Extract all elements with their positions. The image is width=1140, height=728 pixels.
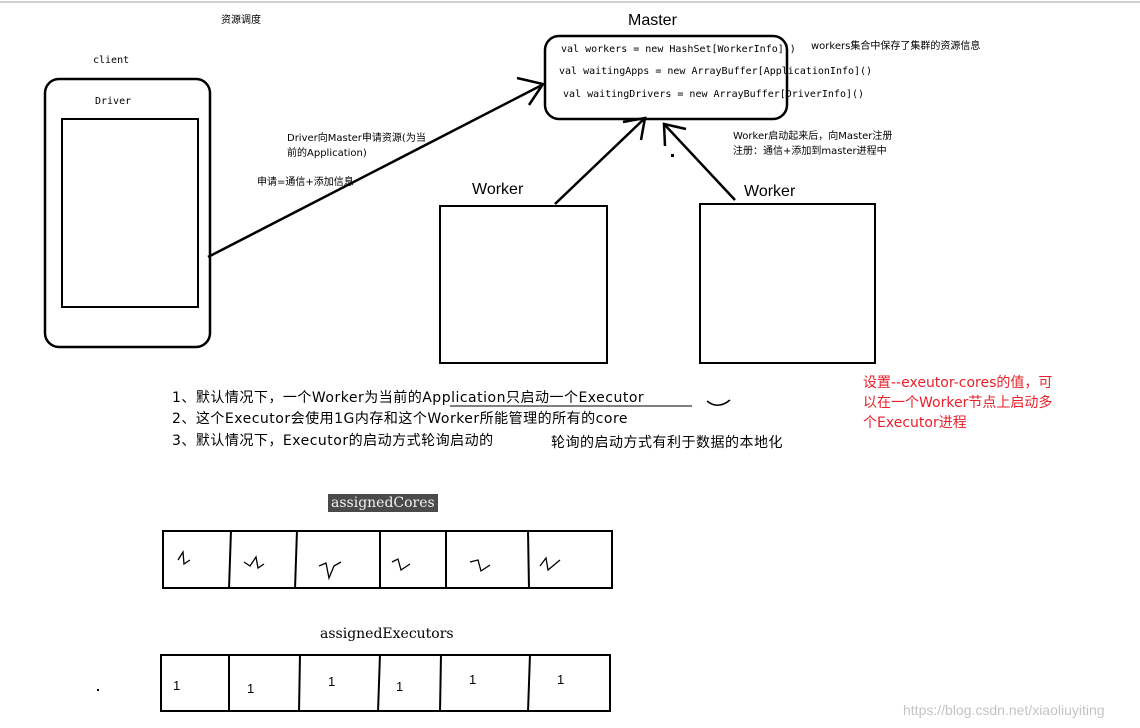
master-box — [543, 34, 789, 121]
client-label: client — [93, 55, 130, 66]
tick-mark — [706, 399, 731, 406]
worker-register-line-2: 注册：通信+添加到master进程中 — [733, 146, 887, 157]
watermark: https://blog.csdn.net/xiaoliuyiting — [903, 702, 1105, 718]
driver-label: Driver — [95, 96, 132, 107]
master-code-waiting-apps: val waitingApps = new ArrayBuffer[Applic… — [559, 66, 873, 77]
note-1: 1、默认情况下，一个Worker为当前的Application只启动一个Exec… — [172, 390, 645, 406]
master-code-workers: val workers = new HashSet[WorkerInfo]() — [561, 44, 796, 55]
executor-cell-3: 1 — [328, 674, 336, 689]
master-label: Master — [628, 12, 677, 29]
apply-note: 申请=通信+添加信息 — [257, 177, 354, 188]
worker-label-right: Worker — [744, 183, 796, 200]
assigned-executors-array — [160, 653, 611, 713]
arrow-driver-to-master — [207, 76, 546, 259]
worker-box-right — [699, 203, 876, 364]
worker-box-left — [439, 205, 608, 364]
worker-register-line-1: Worker启动起来后，向Master注册 — [733, 131, 893, 142]
stray-dot-bottom — [97, 689, 99, 691]
assigned-executors-label: assignedExecutors — [320, 626, 454, 642]
arrow-worker-left-to-master — [554, 116, 647, 205]
stray-dot — [671, 154, 674, 157]
red-note: 设置--exeutor-cores的值，可以在一个Worker节点上启动多个Ex… — [863, 375, 1053, 431]
assigned-cores-label: assignedCores — [328, 494, 438, 512]
client-box — [43, 77, 212, 349]
driver-request-line-2: 前的Application) — [287, 148, 367, 159]
driver-request-line-1: Driver向Master申请资源(为当 — [287, 133, 426, 144]
executor-cell-4: 1 — [396, 679, 404, 694]
worker-label-left: Worker — [472, 181, 524, 198]
executor-cell-6: 1 — [557, 672, 565, 687]
resource-title: 资源调度 — [221, 15, 261, 26]
note-3: 3、默认情况下，Executor的启动方式轮询启动的 — [172, 433, 494, 449]
executor-cell-1: 1 — [173, 678, 181, 693]
executor-cell-5: 1 — [469, 672, 477, 687]
executor-cell-2: 1 — [247, 681, 255, 696]
assigned-cores-array — [162, 529, 613, 590]
workers-note: workers集合中保存了集群的资源信息 — [811, 41, 981, 52]
master-code-waiting-drivers: val waitingDrivers = new ArrayBuffer[Dri… — [563, 89, 865, 100]
note-2: 2、这个Executor会使用1G内存和这个Worker所能管理的所有的core — [172, 411, 629, 427]
note-3b: 轮询的启动方式有利于数据的本地化 — [551, 435, 783, 451]
driver-box — [61, 118, 199, 308]
arrow-worker-right-to-master — [662, 122, 736, 201]
